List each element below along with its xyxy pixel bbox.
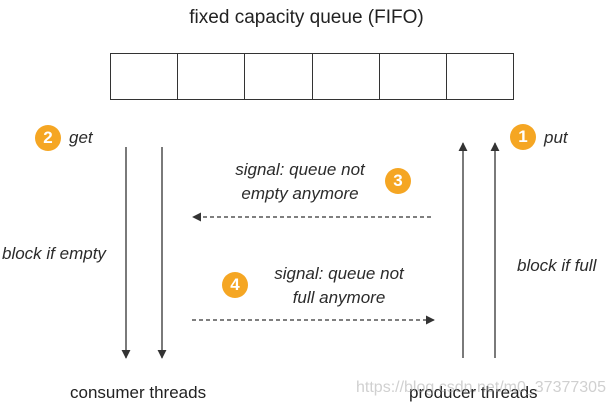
queue-slot bbox=[380, 54, 447, 99]
queue-slot bbox=[111, 54, 179, 99]
get-label: get bbox=[69, 128, 93, 147]
producer-threads-label: producer threads bbox=[409, 383, 538, 402]
signal-not-empty-line1: signal: queue not bbox=[235, 160, 365, 179]
step-1-badge: 1 bbox=[510, 124, 536, 150]
watermark: https://blog.csdn.net/m0_37377305 bbox=[356, 379, 606, 396]
signal-not-full-line2: full anymore bbox=[292, 288, 386, 307]
block-if-empty-label: block if empty bbox=[2, 244, 106, 263]
diagram-title: fixed capacity queue (FIFO) bbox=[189, 7, 424, 28]
signal-not-empty-line2: empty anymore bbox=[241, 184, 359, 203]
block-if-full-label: block if full bbox=[517, 256, 597, 275]
queue-slot bbox=[245, 54, 313, 99]
step-4-badge: 4 bbox=[222, 272, 248, 298]
put-label: put bbox=[544, 128, 568, 147]
step-2-badge: 2 bbox=[35, 125, 61, 151]
signal-not-full-line1: signal: queue not bbox=[274, 264, 404, 283]
queue-slot bbox=[313, 54, 380, 99]
fifo-queue bbox=[110, 53, 514, 100]
consumer-threads-label: consumer threads bbox=[70, 383, 207, 402]
signal-not-empty-text: signal: queue not empty anymore bbox=[215, 158, 385, 206]
step-3-badge: 3 bbox=[385, 168, 411, 194]
queue-slot bbox=[178, 54, 246, 99]
signal-not-full-text: signal: queue not full anymore bbox=[254, 262, 424, 310]
